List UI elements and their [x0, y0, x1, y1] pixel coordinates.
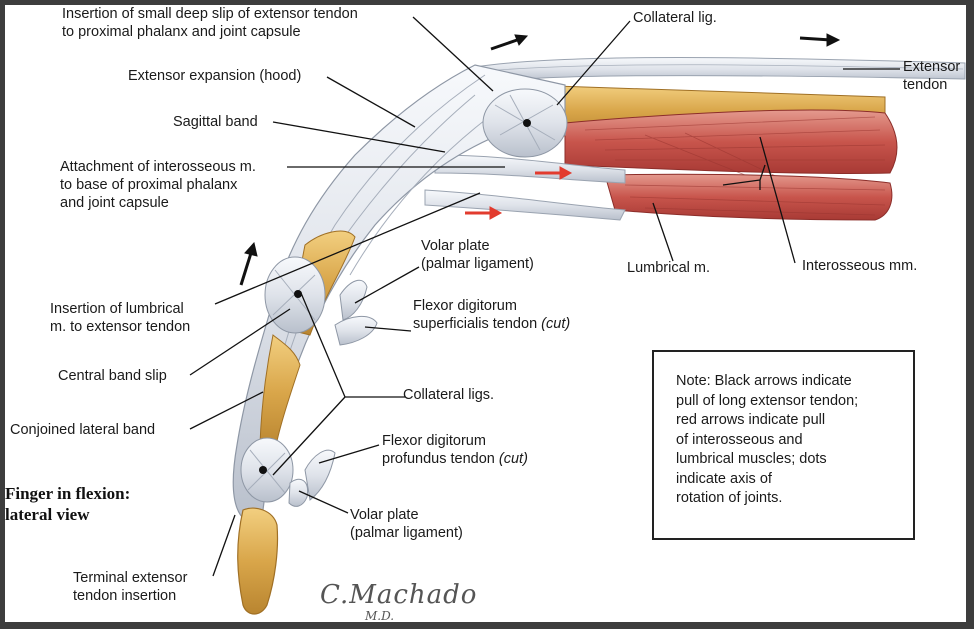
middle-phalanx-bone [259, 334, 301, 451]
label-terminal-extensor-line2: tendon insertion [73, 588, 177, 604]
leader-lines [189, 16, 900, 577]
label-interosseous-mm: Interosseous mm. [802, 258, 918, 274]
label-fds-name: superficialis tendon [413, 316, 538, 332]
interosseous-muscle [564, 109, 898, 191]
red-arrow-1 [535, 166, 573, 180]
label-fds-line1: Flexor digitorum [413, 298, 517, 314]
note-text: Note: Black arrows indicate pull of long… [676, 373, 859, 506]
distal-phalanx-bone [237, 507, 279, 615]
label-collateral-ligs: Collateral ligs. [403, 387, 495, 403]
label-volar-plate-bottom-line2: (palmar ligament) [350, 525, 463, 541]
label-attachment-interosseous-line1: Attachment of interosseous m. [60, 159, 256, 175]
label-fds-cut: (cut) [541, 316, 571, 332]
label-fdp-line1: Flexor digitorum [382, 433, 486, 449]
black-arrow-2 [799, 33, 841, 47]
label-terminal-extensor: Terminal extensor tendon insertion [73, 569, 187, 605]
artist-signature-suffix: M.D. [365, 609, 395, 622]
label-extensor-tendon-line2: tendon [903, 77, 948, 93]
pip-axis-dot [294, 290, 302, 298]
label-conjoined-lateral-band: Conjoined lateral band [10, 422, 156, 438]
dip-axis-dot [259, 466, 267, 474]
illustration-panel: Insertion of small deep slip of extensor… [5, 5, 966, 622]
volar-plate-dip [288, 478, 309, 507]
label-attachment-interosseous-line3: and joint capsule [60, 195, 169, 211]
label-volar-plate-top-line2: (palmar ligament) [421, 256, 534, 272]
label-insertion-small-slip: Insertion of small deep slip of extensor… [62, 5, 358, 41]
label-extensor-tendon: Extensor tendon [903, 58, 960, 94]
label-volar-plate-top-line1: Volar plate [421, 238, 490, 254]
label-central-band-slip: Central band slip [58, 368, 167, 384]
label-fdp-cut: (cut) [498, 451, 528, 467]
figure-title-line2: lateral view [5, 505, 90, 524]
label-insertion-small-slip-line1: Insertion of small deep slip of extensor… [62, 6, 358, 22]
volar-plate-pip [339, 279, 368, 321]
label-extensor-expansion: Extensor expansion (hood) [128, 68, 302, 84]
label-insertion-lumbrical-line2: m. to extensor tendon [50, 319, 191, 335]
label-terminal-extensor-line1: Terminal extensor [73, 570, 188, 586]
label-fdp-name: profundus tendon [382, 451, 495, 467]
artist-signature: C.Machado [320, 580, 478, 610]
finger-anatomy-illustration [189, 16, 966, 615]
fds-tendon-cut [334, 316, 378, 346]
label-attachment-interosseous: Attachment of interosseous m. to base of… [60, 158, 256, 212]
label-fds-line2: superficialis tendon (cut) [413, 315, 570, 333]
label-fds-tendon: Flexor digitorum superficialis tendon (c… [413, 297, 570, 333]
label-insertion-lumbrical: Insertion of lumbrical m. to extensor te… [50, 300, 190, 336]
label-lumbrical-m: Lumbrical m. [627, 260, 710, 276]
black-arrow-1 [490, 34, 529, 51]
mcp-axis-dot [523, 119, 531, 127]
label-fdp-line2: profundus tendon (cut) [382, 450, 528, 468]
label-fdp-tendon: Flexor digitorum profundus tendon (cut) [382, 432, 528, 468]
label-insertion-lumbrical-line1: Insertion of lumbrical [50, 301, 184, 317]
label-volar-plate-bottom: Volar plate (palmar ligament) [350, 506, 463, 542]
label-attachment-interosseous-line2: to base of proximal phalanx [60, 177, 238, 193]
label-sagittal-band: Sagittal band [173, 114, 258, 130]
label-extensor-tendon-line1: Extensor [903, 59, 961, 75]
extensor-tendon-band [473, 57, 966, 82]
label-collateral-lig: Collateral lig. [633, 10, 717, 26]
figure-title-line1: Finger in flexion: [5, 484, 131, 503]
lumbrical-muscle [604, 173, 893, 221]
intrinsic-tendons [424, 154, 626, 221]
label-volar-plate-bottom-line1: Volar plate [350, 507, 419, 523]
label-volar-plate-top: Volar plate (palmar ligament) [421, 237, 534, 273]
red-arrow-2 [465, 206, 503, 220]
figure-title: Finger in flexion: lateral view [5, 483, 130, 525]
note-box: Note: Black arrows indicate pull of long… [652, 350, 915, 540]
fdp-tendon-cut [304, 449, 336, 501]
black-arrow-3 [239, 241, 258, 286]
label-insertion-small-slip-line2: to proximal phalanx and joint capsule [62, 24, 301, 40]
